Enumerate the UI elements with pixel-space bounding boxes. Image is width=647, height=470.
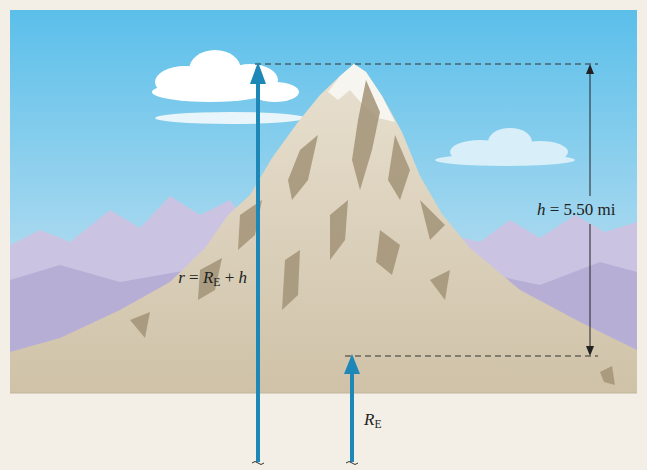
arrow-head (250, 62, 266, 84)
radius-arrows (250, 62, 360, 465)
radius-label: r = RE + h (178, 269, 247, 288)
radius-r-arrow (256, 82, 260, 462)
mountain-body (10, 64, 637, 393)
break-mark (252, 462, 264, 465)
cloud (152, 50, 299, 102)
radius-re-arrow (350, 372, 354, 462)
cloud (435, 128, 575, 166)
rock-shading (130, 80, 615, 385)
ground-line (10, 393, 637, 394)
dimension-label: h = 5.50 mi (537, 201, 616, 220)
cloud-streak (155, 112, 305, 124)
main-mountain (10, 64, 637, 393)
break-mark (346, 462, 358, 465)
sky (10, 10, 637, 393)
arrow-head (344, 354, 360, 374)
radius-label: RE (364, 411, 381, 430)
